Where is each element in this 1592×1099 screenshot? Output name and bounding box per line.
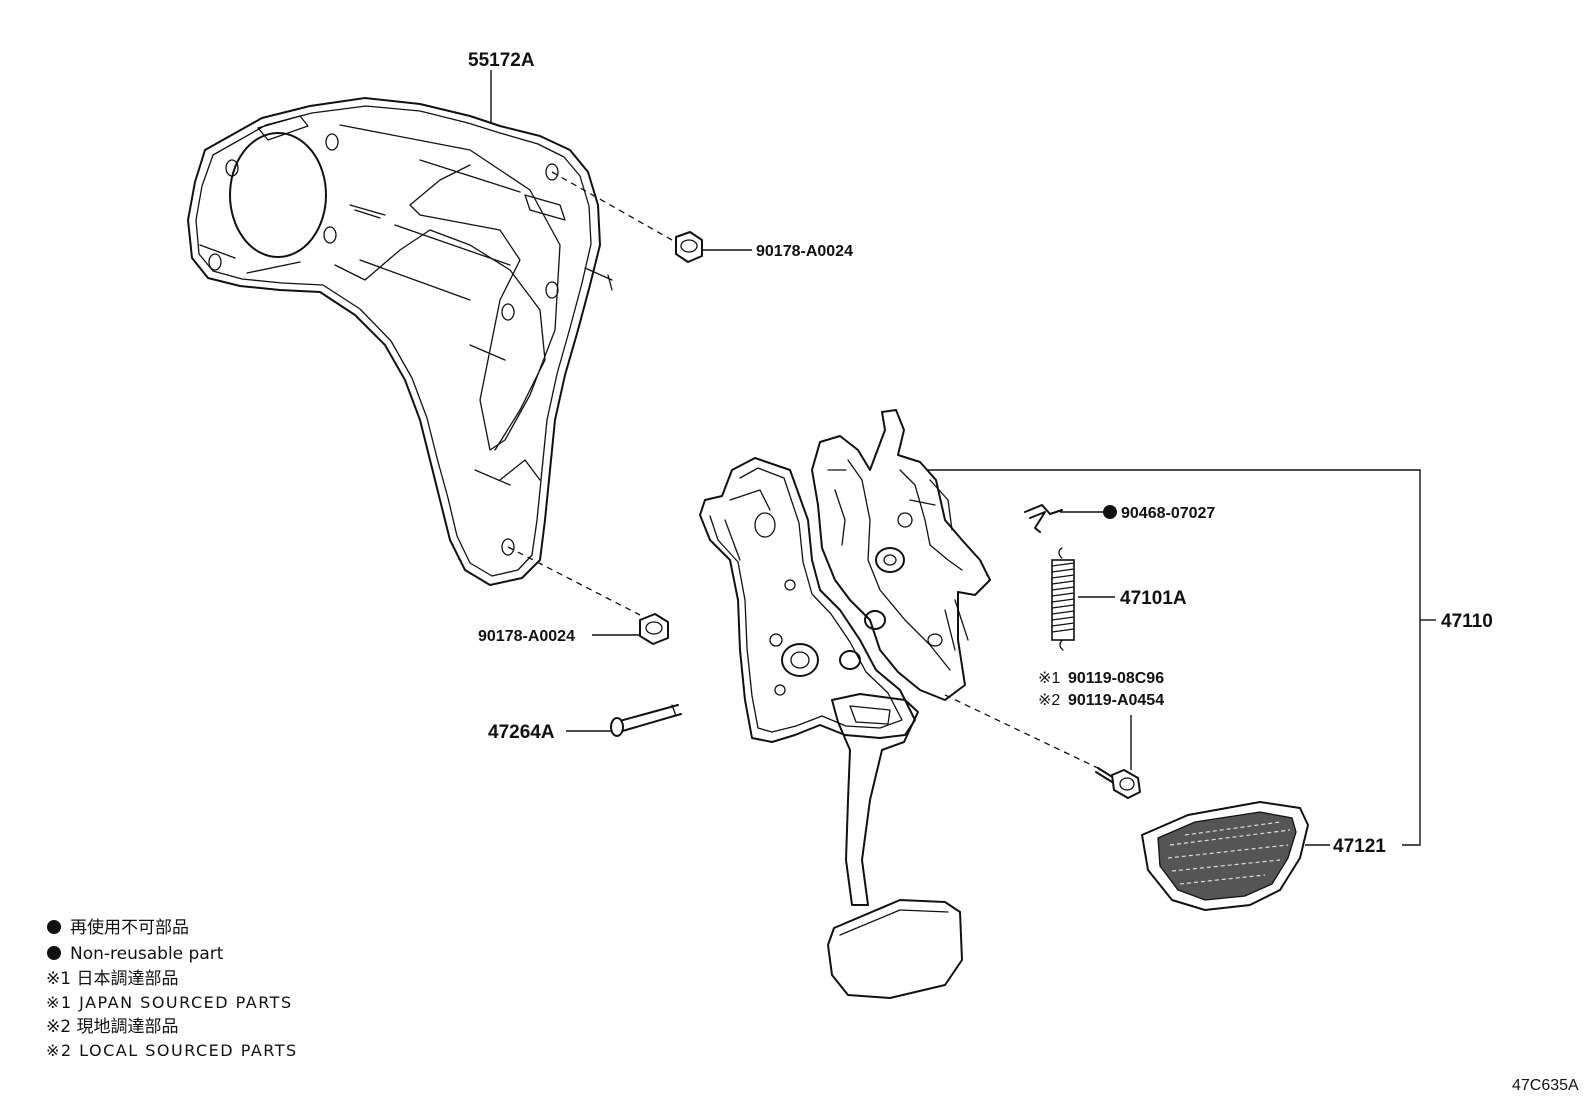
pedal-pad-icon	[1141, 801, 1309, 911]
nonreusable-marker-icon	[1103, 505, 1117, 519]
pin-icon	[610, 704, 682, 737]
bolt-dashed-line	[944, 694, 1103, 771]
clip-icon	[1024, 504, 1063, 533]
upper-nut-icon	[675, 231, 703, 263]
upper-nut-dashed-line	[551, 171, 673, 241]
label-lower-nut: 90178-A0024	[478, 628, 575, 645]
legend-bullet-icon-en	[47, 946, 61, 960]
bracket-drawing	[187, 97, 613, 586]
bolt-mark-2-glyph: ※2	[1038, 692, 1060, 709]
legend-bullet-icon-jp	[47, 920, 61, 934]
legend-local-jp: ※2 現地調達部品	[46, 1017, 178, 1037]
spring-icon	[1051, 547, 1075, 651]
legend-local-en: ※2 LOCAL SOURCED PARTS	[46, 1041, 298, 1060]
label-clip: 90468-07027	[1121, 505, 1215, 522]
label-upper-nut: 90178-A0024	[756, 243, 853, 260]
pedal-assembly-drawing	[699, 409, 991, 999]
label-bolt-local: 90119-A0454	[1068, 692, 1164, 709]
legend-nonreusable-en: Non-reusable part	[70, 944, 224, 964]
label-pedal-assembly: 47110	[1441, 611, 1493, 632]
bolt-icon	[1095, 767, 1141, 799]
legend-japan-en: ※1 JAPAN SOURCED PARTS	[46, 993, 293, 1012]
legend-japan-jp: ※1 日本調達部品	[46, 969, 178, 989]
label-pin: 47264A	[488, 722, 555, 743]
bolt-mark-1: ※1	[1038, 670, 1060, 687]
diagram-code: 47C635A	[1512, 1077, 1579, 1094]
label-pedal-pad: 47121	[1333, 836, 1386, 857]
label-spring: 47101A	[1120, 588, 1187, 609]
label-bracket: 55172A	[468, 50, 535, 71]
legend-nonreusable-jp: 再使用不可部品	[70, 917, 189, 938]
label-bolt-japan: 90119-08C96	[1068, 670, 1164, 687]
lower-nut-dashed-line	[507, 546, 641, 616]
pedal-assembly-bracket-line	[927, 469, 1421, 846]
lower-nut-icon	[639, 613, 669, 645]
